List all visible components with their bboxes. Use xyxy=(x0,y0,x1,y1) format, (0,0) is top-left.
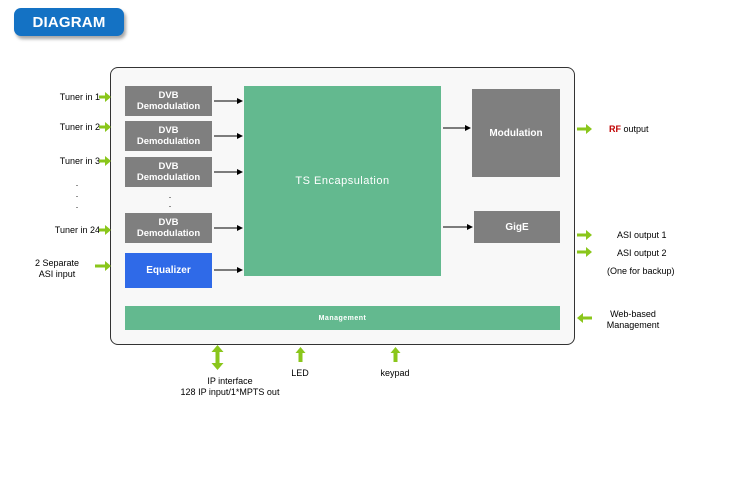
web-mgmt-line1: Web-based xyxy=(610,309,656,319)
dvb-label-line2: Demodulation xyxy=(136,172,201,183)
tuner-in-1-label: Tuner in 1 xyxy=(59,92,100,102)
dvb-demod-block-2: DVB Demodulation xyxy=(125,121,212,151)
dvb-demod-block-1: DVB Demodulation xyxy=(125,86,212,116)
gige-label: GigE xyxy=(505,221,529,233)
dvb-label-line1: DVB xyxy=(158,125,179,136)
rf-output-label: RF output xyxy=(609,124,649,135)
keypad-label: keypad xyxy=(380,368,410,378)
equalizer-block: Equalizer xyxy=(125,253,212,288)
rf-suffix: output xyxy=(621,124,649,134)
backup-note-label: (One for backup) xyxy=(607,266,675,276)
green-arrow-led xyxy=(295,347,306,362)
green-arrow-keypad xyxy=(390,347,401,362)
dvb-label-line2: Demodulation xyxy=(136,228,201,239)
green-arrow-rf xyxy=(577,124,592,134)
dvb-label-line1: DVB xyxy=(158,161,179,172)
dvb-label-line2: Demodulation xyxy=(136,136,201,147)
ip-interface-label: IP interface 128 IP input/1*MPTS out xyxy=(160,376,300,398)
ts-encapsulation-block: TS Encapsulation xyxy=(244,86,441,276)
management-bar: Management xyxy=(125,306,560,330)
modulation-label: Modulation xyxy=(489,127,543,139)
ts-encapsulation-label: TS Encapsulation xyxy=(295,175,390,187)
ip-interface-line2: 128 IP input/1*MPTS out xyxy=(180,387,280,397)
equalizer-label: Equalizer xyxy=(146,265,191,276)
green-arrow-asi1 xyxy=(577,230,592,240)
tuner-in-24-label: Tuner in 24 xyxy=(54,225,100,235)
asi-input-line2: ASI input xyxy=(38,269,76,279)
asi-input-label: 2 Separate ASI input xyxy=(22,258,92,280)
green-arrow-ip xyxy=(211,345,224,370)
dvb-demod-block-3: DVB Demodulation xyxy=(125,157,212,187)
dvb-label-line1: DVB xyxy=(158,217,179,228)
diagram-title: DIAGRAM xyxy=(32,13,106,31)
management-label: Management xyxy=(318,314,367,322)
tuner-in-3-label: Tuner in 3 xyxy=(59,156,100,166)
tuner-ellipsis: ... xyxy=(75,178,79,210)
dvb-demod-block-24: DVB Demodulation xyxy=(125,213,212,243)
tuner-in-2-label: Tuner in 2 xyxy=(59,122,100,132)
led-label: LED xyxy=(291,368,309,378)
green-arrow-asi-input xyxy=(95,261,111,271)
green-arrow-web-mgmt xyxy=(577,313,592,323)
modulation-block: Modulation xyxy=(472,89,560,177)
rf-prefix: RF xyxy=(609,124,621,134)
asi-input-line1: 2 Separate xyxy=(34,258,80,268)
gige-block: GigE xyxy=(474,211,560,243)
dvb-label-line2: Demodulation xyxy=(136,101,201,112)
green-arrow-asi2 xyxy=(577,247,592,257)
asi-output-2-label: ASI output 2 xyxy=(617,248,667,258)
ip-interface-line1: IP interface xyxy=(207,376,253,386)
web-management-label: Web-based Management xyxy=(598,309,668,331)
dvb-label-line1: DVB xyxy=(158,90,179,101)
web-mgmt-line2: Management xyxy=(606,320,660,330)
asi-output-1-label: ASI output 1 xyxy=(617,230,667,240)
diagram-header-badge: DIAGRAM xyxy=(14,8,124,36)
